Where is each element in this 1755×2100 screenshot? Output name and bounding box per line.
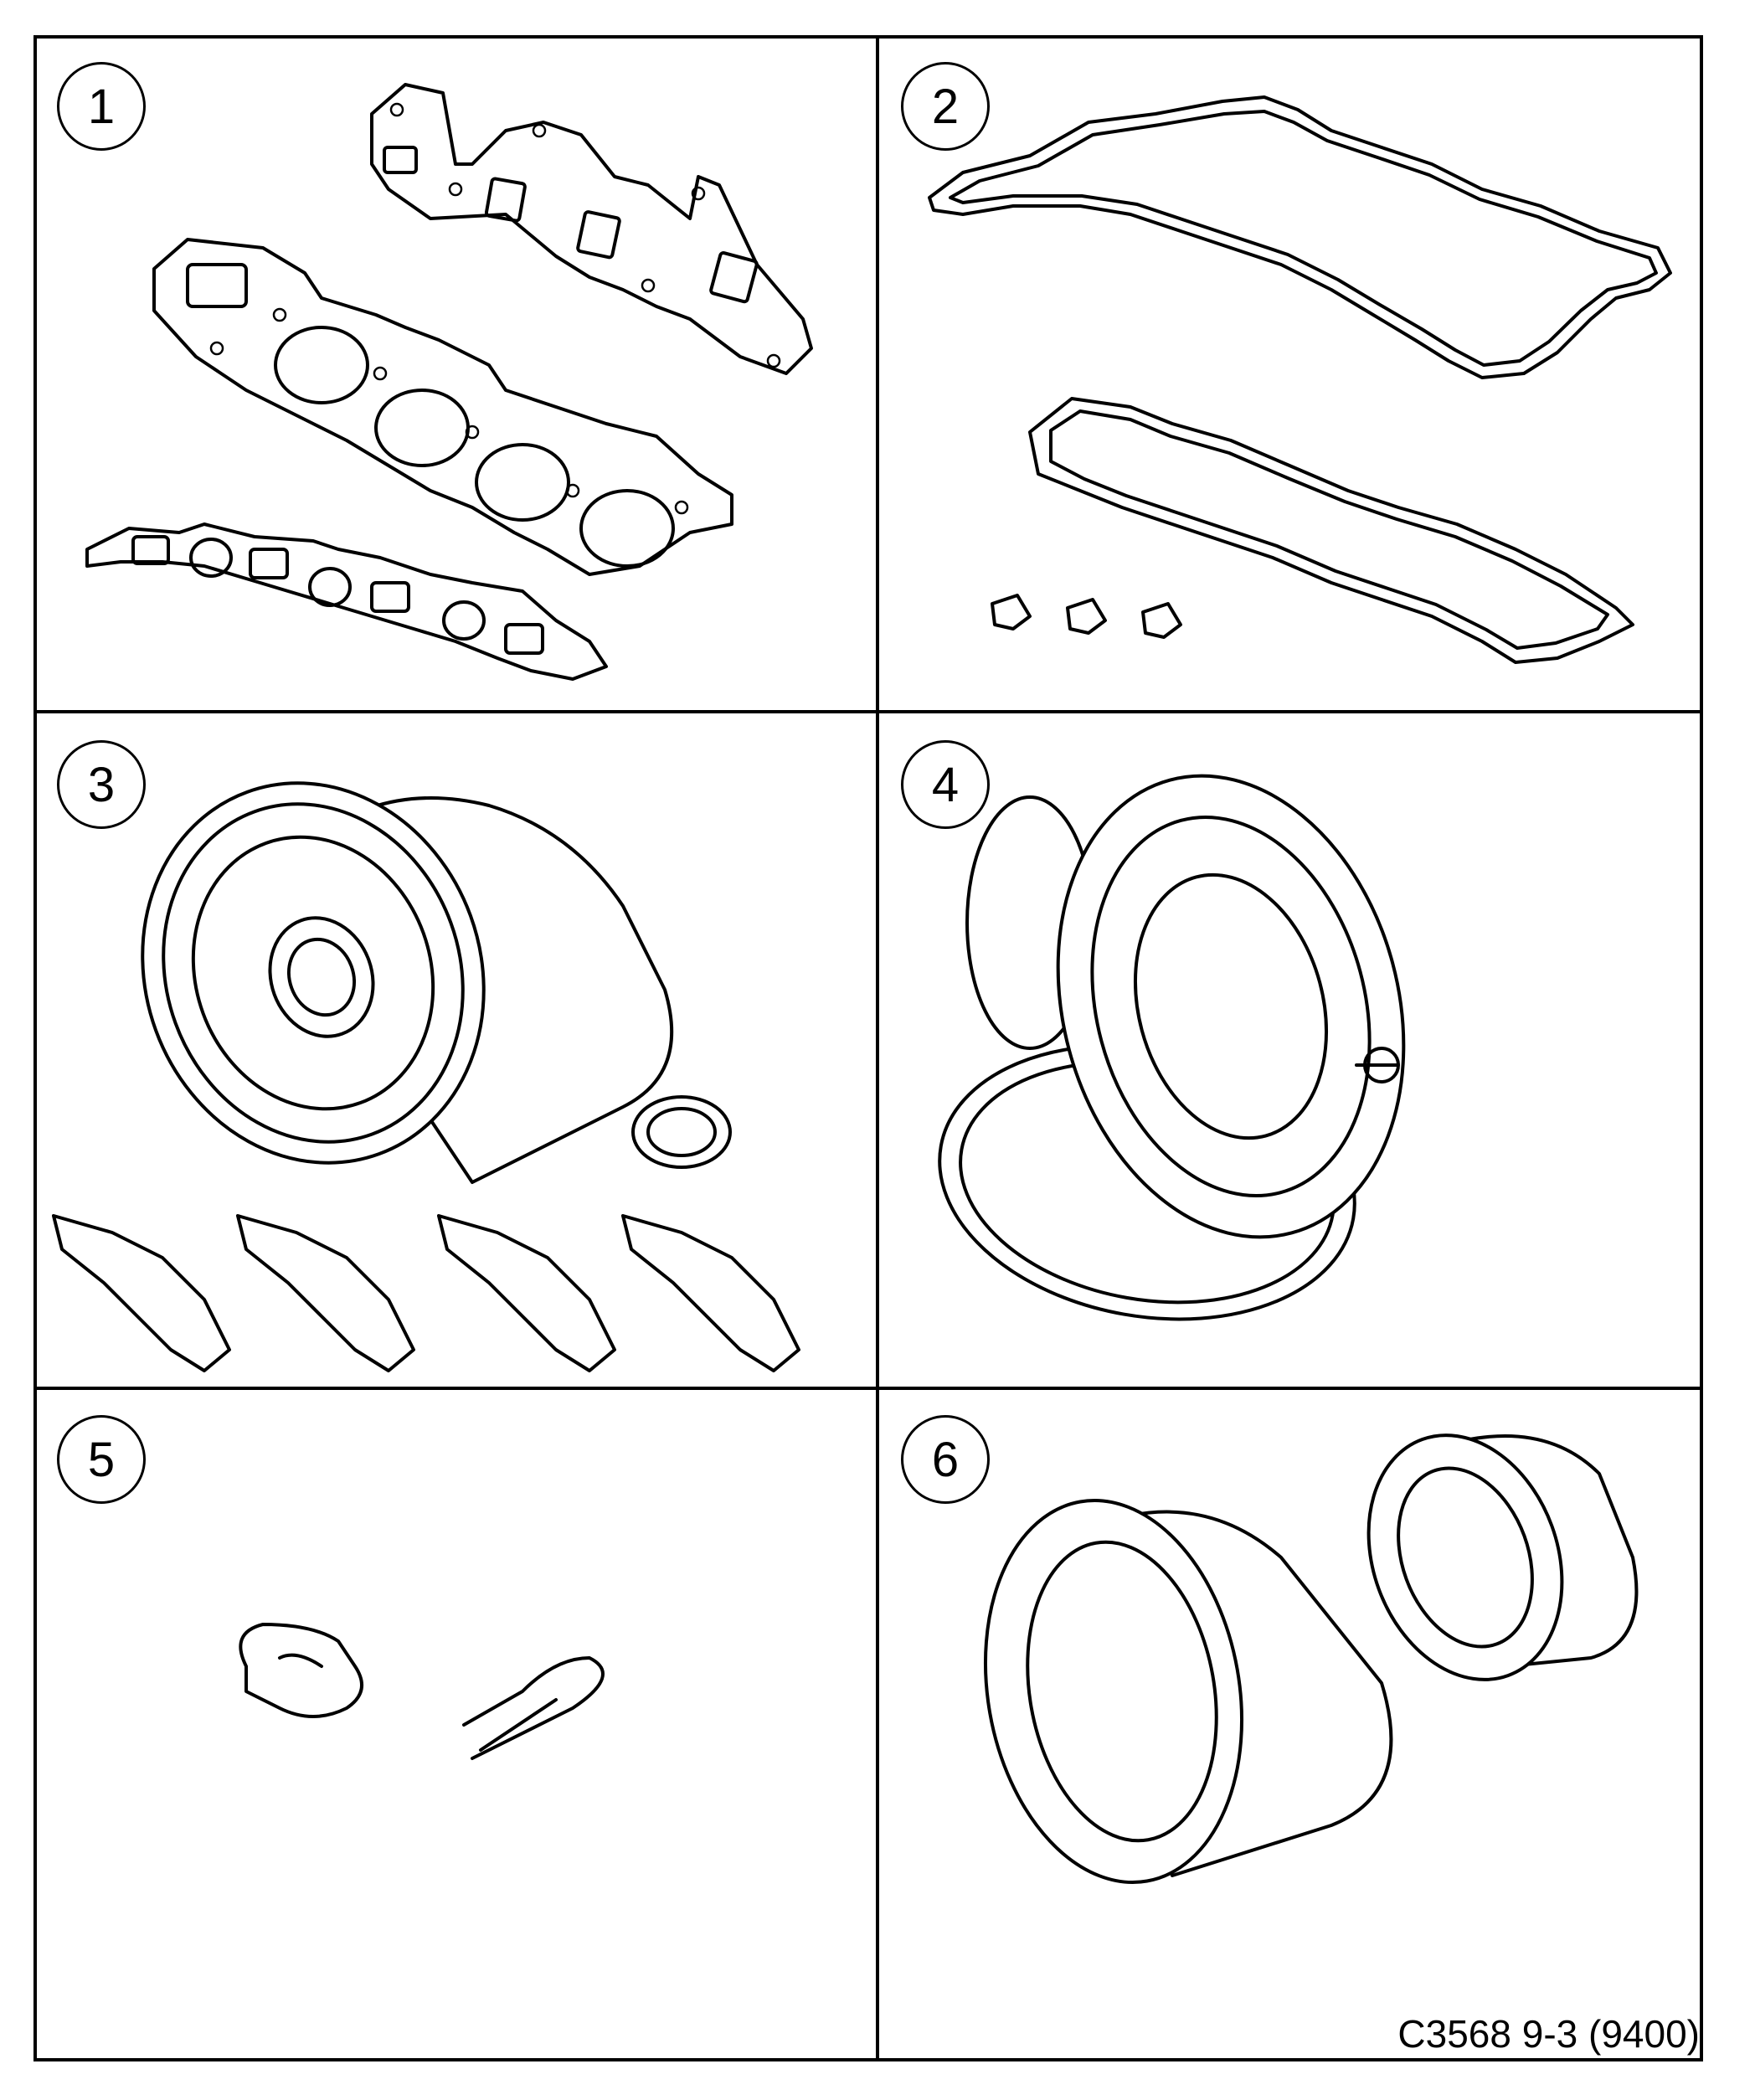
thermostat-icon — [938, 774, 1406, 1321]
divider-row-2 — [33, 1387, 1703, 1390]
panel-6-number: 6 — [901, 1415, 990, 1504]
panel-5-number: 5 — [57, 1415, 146, 1504]
panel-2-number: 2 — [901, 62, 990, 151]
divider-vertical — [876, 35, 879, 2061]
gasket-set-icon — [85, 83, 813, 681]
diagram-frame — [33, 35, 1703, 2061]
clips-icon — [239, 1623, 605, 1760]
panel-3-number: 3 — [57, 740, 146, 829]
reference-code: C3568 9-3 (9400) — [1397, 2012, 1700, 2056]
gears-icon — [983, 1433, 1639, 1884]
divider-row-1 — [33, 710, 1703, 713]
panel-4-number: 4 — [901, 740, 990, 829]
oil-filter-spark-plugs-icon — [52, 781, 800, 1372]
panel-1-number: 1 — [57, 62, 146, 151]
sump-gasket-icon — [928, 95, 1672, 664]
